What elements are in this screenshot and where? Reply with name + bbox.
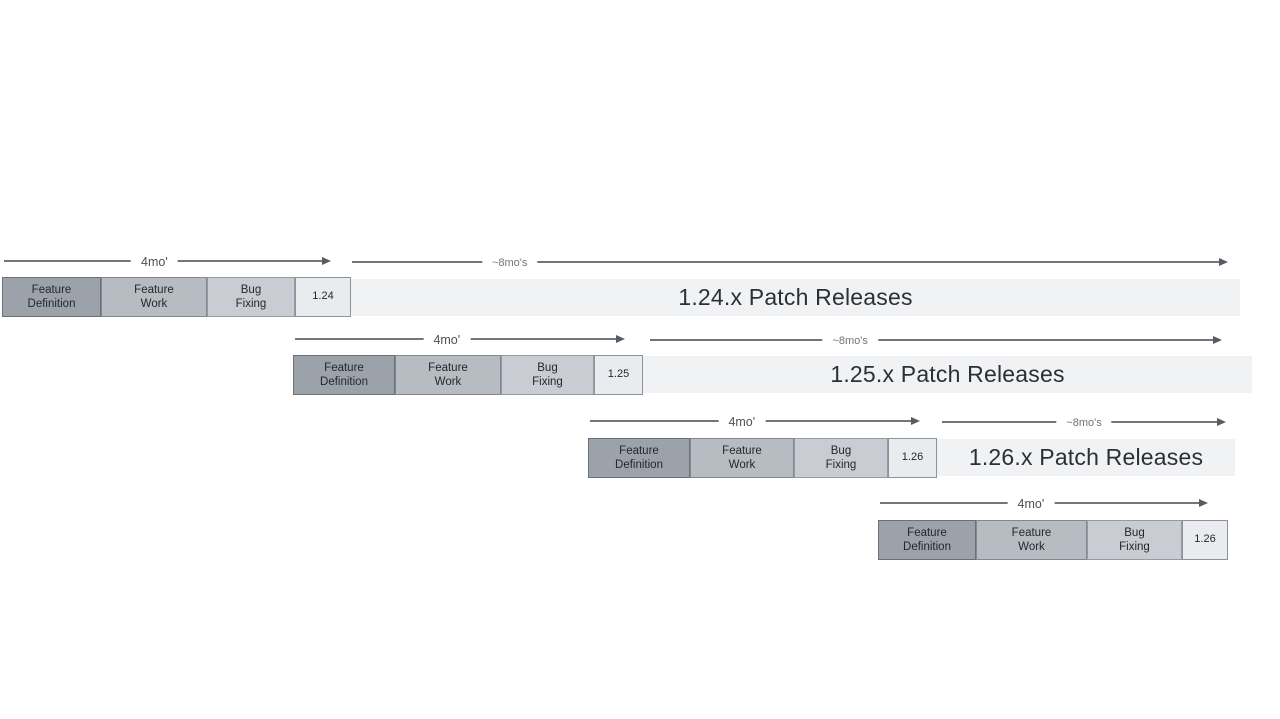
patch-releases-label: 1.25.x Patch Releases	[830, 361, 1065, 387]
patch-releases-label: 1.26.x Patch Releases	[968, 444, 1204, 470]
duration-label-4mo: 4mo'	[131, 255, 178, 269]
patch-releases-bar: 1.26.x Patch Releases	[937, 439, 1235, 476]
duration-label-4mo: 4mo'	[718, 415, 766, 429]
duration-label-8mo: ~8mo's	[1056, 416, 1112, 430]
duration-label-8mo: ~8mo's	[481, 256, 538, 270]
patch-releases-label: 1.24.x Patch Releases	[678, 284, 913, 310]
duration-label-4mo: 4mo'	[423, 333, 471, 347]
patch-phase-arrow: ~8mo's	[650, 333, 1222, 348]
version-box: 1.26	[888, 438, 937, 478]
duration-label-8mo: ~8mo's	[822, 334, 878, 348]
version-label: 1.24	[312, 290, 334, 303]
patch-releases-bar: 1.25.x Patch Releases	[643, 356, 1252, 393]
version-box: 1.26	[1182, 520, 1228, 560]
duration-label-4mo: 4mo'	[1007, 497, 1055, 511]
dev-phase-arrow: 4mo'	[295, 332, 625, 347]
version-box: 1.25	[594, 355, 643, 395]
patch-phase-arrow: ~8mo's	[942, 415, 1226, 430]
version-label: 1.26	[901, 451, 924, 464]
dev-phase-arrow: 4mo'	[4, 254, 331, 269]
dev-phase-arrow: 4mo'	[590, 414, 920, 429]
version-label: 1.25	[607, 368, 630, 381]
version-box: 1.24	[295, 277, 351, 317]
patch-releases-bar: 1.24.x Patch Releases	[351, 279, 1240, 316]
dev-phase-arrow: 4mo'	[880, 496, 1208, 511]
patch-phase-arrow: ~8mo's	[352, 255, 1228, 270]
version-label: 1.26	[1194, 533, 1216, 546]
